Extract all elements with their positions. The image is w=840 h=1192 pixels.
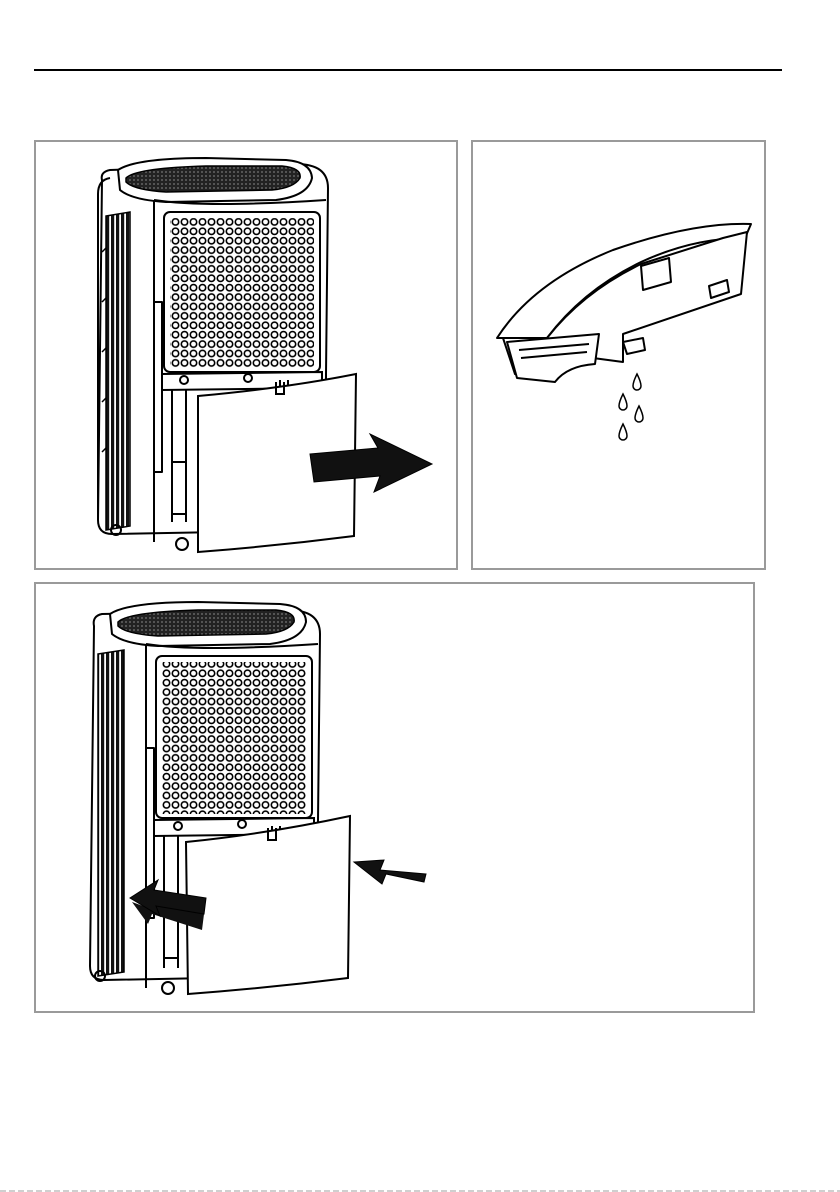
figure-drain-bucket — [471, 140, 766, 570]
dehumidifier-filter-out-icon — [36, 142, 460, 572]
dehumidifier-filter-in-icon — [36, 584, 757, 1015]
figure-insert-filter — [34, 582, 755, 1013]
figure-remove-filter — [34, 140, 458, 570]
header-rule — [34, 69, 782, 71]
water-tank-drain-icon — [473, 142, 768, 572]
